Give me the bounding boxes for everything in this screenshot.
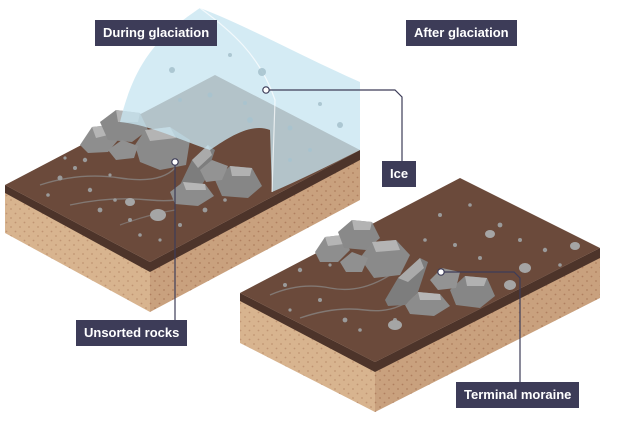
ice-leader-line [266, 89, 403, 161]
unsorted-rocks-label: Unsorted rocks [76, 320, 188, 346]
terminal-moraine-label: Terminal moraine [456, 382, 580, 408]
after-soil-side-edge [375, 248, 600, 372]
ice-sheet [120, 8, 360, 192]
ice-label: Ice [382, 161, 417, 187]
moraine-leader-line [441, 271, 521, 384]
during-glaciation-label: During glaciation [95, 20, 218, 46]
leader-lines [171, 86, 521, 384]
after-soil-front-edge [240, 293, 375, 372]
after-rocks [315, 220, 495, 316]
after-block [240, 178, 600, 412]
during-soil-front-edge [5, 185, 150, 272]
after-glaciation-label: After glaciation [406, 20, 517, 46]
during-soil-side-edge [150, 150, 360, 272]
